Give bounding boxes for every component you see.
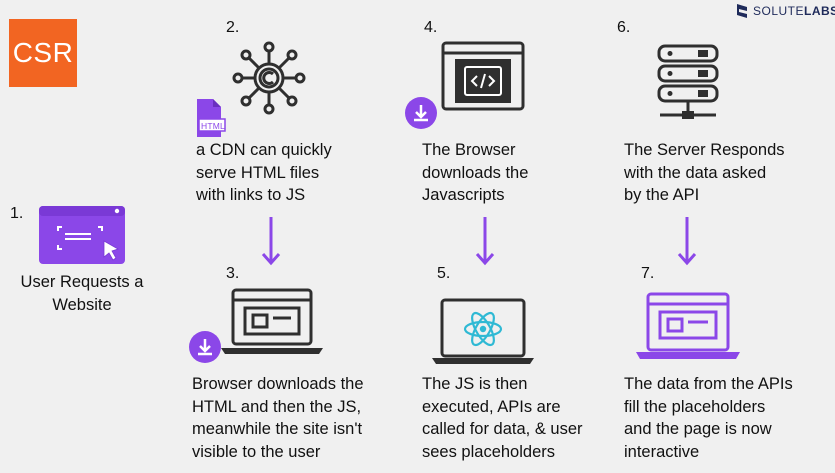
step-1-caption: User Requests a Website [20,273,144,314]
step-4-caption: The Browser downloads the Javascripts [422,141,529,204]
html-file-icon: HTML [191,99,231,137]
step-5-number: 5. [437,265,451,282]
cdn-network-icon [232,41,306,115]
download-icon [405,97,437,129]
arrow-down-icon [677,217,697,266]
step-7-number: 7. [641,265,655,282]
step-5-caption: The JS is then executed, APIs are called… [422,375,583,461]
brand-name: SOLUTELABS [753,4,835,18]
arrow-down-icon [261,217,281,266]
step-4-number: 4. [424,19,438,36]
step-7-caption: The data from the APIs fill the placehol… [624,375,793,461]
step-3-number: 3. [226,265,240,282]
step-1-number: 1. [10,205,24,222]
download-icon [189,331,221,363]
step-3-caption: Browser downloads the HTML and then the … [192,375,364,461]
laptop-webpage-icon [221,288,323,354]
browser-cursor-icon [39,206,125,264]
server-stack-icon [657,44,719,119]
html-label: HTML [201,121,225,131]
step-2-caption: a CDN can quickly serve HTML files with … [196,141,332,204]
step-6-caption: The Server Responds with the data asked … [624,141,785,204]
step-6-number: 6. [617,19,631,36]
browser-code-icon [441,41,525,111]
step-2-number: 2. [226,19,240,36]
arrow-down-icon [475,217,495,266]
laptop-filled-page-icon [636,292,740,359]
solutelabs-mark-icon [737,4,747,18]
csr-badge: CSR [9,19,77,87]
laptop-react-icon [432,298,534,364]
solutelabs-logo: SOLUTELABS [735,2,835,20]
